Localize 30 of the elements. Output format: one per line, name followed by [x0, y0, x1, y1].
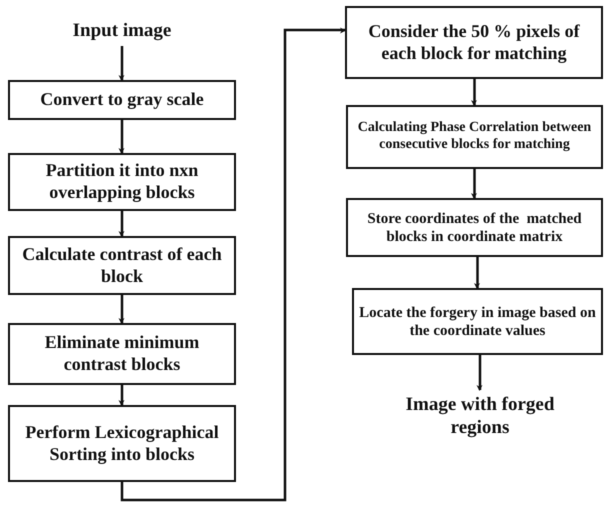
process-box — [8, 80, 236, 120]
io-label: Image with forged regions — [404, 394, 556, 440]
process-box — [352, 288, 603, 355]
step-text: Convert to gray scale — [40, 89, 204, 111]
step-text: Perform Lexicographical Sorting into blocks — [24, 422, 220, 466]
process-box — [8, 236, 236, 295]
arrow — [118, 120, 124, 154]
arrow — [471, 79, 477, 106]
arrow — [120, 28, 346, 502]
process-box — [345, 6, 603, 79]
arrow — [118, 385, 124, 406]
process-box — [346, 105, 603, 169]
arrow — [118, 46, 124, 81]
arrow — [476, 355, 482, 391]
process-box — [8, 153, 236, 211]
arrow — [471, 169, 477, 199]
arrow — [118, 295, 124, 324]
process-box — [346, 198, 603, 257]
step-text: Calculate contrast of each block — [21, 244, 223, 288]
step-text: Eliminate minimum contrast blocks — [44, 332, 200, 376]
step-text: Consider the 50 % pixels of each block for matching — [367, 20, 581, 64]
step-text: Partition it into nxn overlapping blocks — [44, 160, 200, 204]
step-text: Locate the forgery in image based on the coordinate values — [358, 304, 597, 340]
process-box — [8, 323, 236, 385]
arrow — [118, 211, 124, 237]
process-box — [8, 405, 236, 482]
io-label: Input image — [72, 20, 172, 42]
step-text: Store coordinates of the matched blocks in coordinate matrix — [366, 210, 583, 246]
arrow — [474, 257, 480, 289]
step-text: Calculating Phase Correlation between consecutive blocks for matching — [356, 120, 592, 154]
